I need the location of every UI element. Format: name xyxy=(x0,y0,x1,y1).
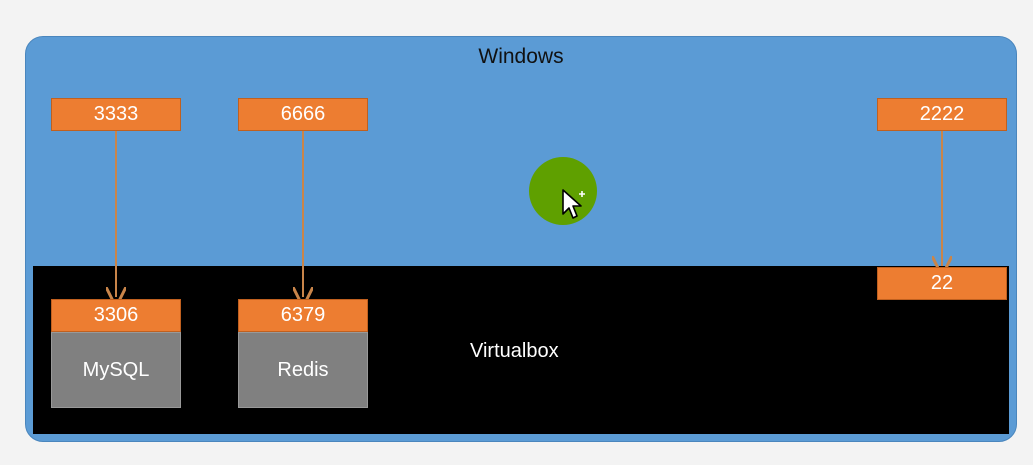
virtualbox-box xyxy=(33,266,1009,434)
service-redis: Redis xyxy=(238,332,368,408)
guest-port-redis: 6379 xyxy=(238,299,368,332)
service-mysql: MySQL xyxy=(51,332,181,408)
windows-title: Windows xyxy=(478,45,564,68)
host-port-redis: 6666 xyxy=(238,98,368,131)
host-port-mysql: 3333 xyxy=(51,98,181,131)
guest-port-mysql: 3306 xyxy=(51,299,181,332)
mouse-pointer-icon xyxy=(562,189,585,219)
virtualbox-label: Virtualbox xyxy=(470,340,559,362)
guest-port-ssh: 22 xyxy=(877,267,1007,300)
host-port-ssh: 2222 xyxy=(877,98,1007,131)
